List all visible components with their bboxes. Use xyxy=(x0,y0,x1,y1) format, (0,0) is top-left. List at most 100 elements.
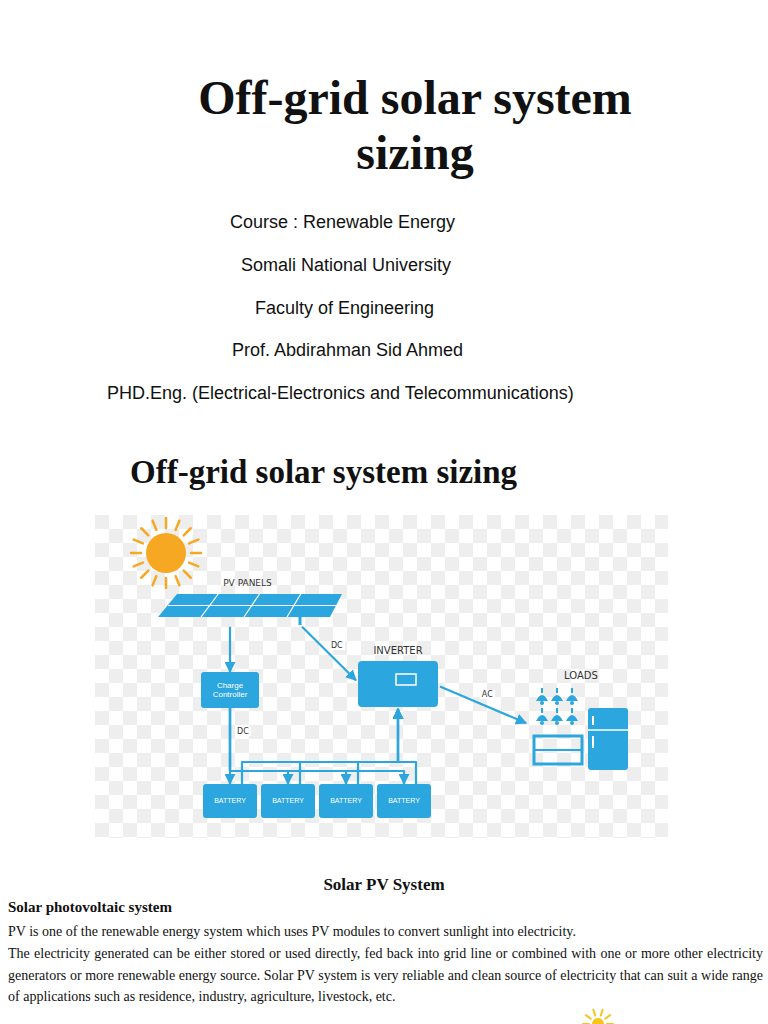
lamp-shade xyxy=(536,695,548,701)
pv-panels: PV PANELS xyxy=(150,578,345,627)
fridge-handle xyxy=(592,736,594,748)
paragraph: The electricity generated can be either … xyxy=(8,943,763,1008)
diagram-ground xyxy=(95,515,668,838)
lamp-bulb xyxy=(540,701,544,705)
lamp-bulb xyxy=(570,701,574,705)
sun-ray xyxy=(586,1015,591,1019)
sun-ray xyxy=(593,1010,595,1016)
sun-ray xyxy=(184,571,191,578)
connector-arrow xyxy=(230,708,346,784)
pv-cell-line xyxy=(168,605,336,606)
sun-ray xyxy=(141,571,148,578)
loads-shape xyxy=(526,684,636,776)
faculty-line: Faculty of Engineering xyxy=(255,298,434,320)
inverter-display xyxy=(396,674,416,685)
lamp-bulb xyxy=(540,721,544,725)
connector-arrow xyxy=(302,627,356,680)
lamp-stem xyxy=(571,708,573,713)
edge-label: DC xyxy=(235,727,251,737)
inverter-shape xyxy=(356,659,440,709)
sun-ray xyxy=(607,1023,613,1024)
sun-ray xyxy=(176,576,180,585)
sun-ray xyxy=(176,521,180,530)
university-line: Somali National University xyxy=(241,255,451,277)
pv-panel xyxy=(158,594,342,617)
node-label: LOADS xyxy=(526,670,636,684)
tv-stand xyxy=(534,736,582,764)
lamp-shade xyxy=(566,715,578,721)
inverter: INVERTER xyxy=(356,645,440,709)
degree-line: PHD.Eng. (Electrical-Electronics and Tel… xyxy=(107,383,574,405)
sun-ray xyxy=(134,540,143,544)
edge-label: AC xyxy=(480,690,495,700)
sun-ray xyxy=(153,576,157,585)
connector-arrow xyxy=(230,708,288,784)
section-title: Solar PV System xyxy=(0,875,768,895)
fridge-handle xyxy=(592,716,594,725)
sun-ray xyxy=(131,552,141,555)
charge-controller-box: Charge Controller xyxy=(201,672,259,708)
tv-shelf xyxy=(534,749,582,751)
lamp-shade xyxy=(551,695,563,701)
node-text: BATTERY xyxy=(330,797,362,805)
sun-ray xyxy=(184,528,191,535)
node-text: BATTERY xyxy=(272,797,304,805)
node-text: Charge Controller xyxy=(204,681,256,699)
connector-arrow xyxy=(242,709,398,784)
battery-box: BATTERY xyxy=(203,784,257,818)
battery-box: BATTERY xyxy=(377,784,431,818)
lamp-stem xyxy=(541,688,543,693)
battery-box: BATTERY xyxy=(319,784,373,818)
sun-icon xyxy=(146,533,186,573)
node-text: BATTERY xyxy=(214,797,246,805)
course-line: Course : Renewable Energy xyxy=(230,212,455,234)
lamp-stem xyxy=(541,708,543,713)
pv-panels-shape xyxy=(150,591,345,627)
lamp-stem xyxy=(556,688,558,693)
sun-ray xyxy=(165,578,168,588)
pv-cell-lines xyxy=(168,594,336,617)
lamp-shade xyxy=(566,695,578,701)
battery-box: BATTERY xyxy=(261,784,315,818)
edge-label: DC xyxy=(329,641,345,651)
sun-ray xyxy=(583,1023,589,1024)
sun-ray xyxy=(191,552,201,555)
node-text: BATTERY xyxy=(388,797,420,805)
lamp-stem xyxy=(556,708,558,713)
lamp-icons xyxy=(536,688,578,725)
sun-ray xyxy=(189,563,198,567)
lamp-bulb xyxy=(570,721,574,725)
author-line: Prof. Abdirahman Sid Ahmed xyxy=(232,340,463,362)
sun-ray xyxy=(141,528,148,535)
loads: LOADS xyxy=(526,670,636,776)
node-label: PV PANELS xyxy=(150,578,345,591)
subheading: Solar photovoltaic system xyxy=(8,898,763,916)
sun-ray xyxy=(189,540,198,544)
connector-arrow xyxy=(358,709,398,784)
sun-ray xyxy=(134,563,143,567)
lamp-shade xyxy=(551,715,563,721)
sun-rays xyxy=(131,518,201,588)
sun-ray xyxy=(605,1015,610,1019)
inverter-body xyxy=(358,661,438,707)
sun-ray xyxy=(165,518,168,528)
node-label: INVERTER xyxy=(356,645,440,659)
sun-ray xyxy=(153,521,157,530)
connector-arrow xyxy=(300,709,398,784)
paragraph: PV is one of the renewable energy system… xyxy=(8,921,763,943)
lamp-shade xyxy=(536,715,548,721)
pv-stand xyxy=(299,617,302,625)
sun-ray xyxy=(601,1010,603,1016)
lamp-stem xyxy=(571,688,573,693)
corner-sun-icon xyxy=(592,1018,604,1024)
lamp-bulb xyxy=(555,701,559,705)
connector-arrow xyxy=(440,687,526,723)
corner-sun-rays xyxy=(583,1010,613,1024)
connector-arrow xyxy=(398,709,416,784)
page-title: Off-grid solar system sizing xyxy=(140,70,690,180)
fridge-door-line xyxy=(588,729,628,731)
lamp-bulb xyxy=(555,721,559,725)
connector-arrow xyxy=(230,708,404,784)
section-heading: Off-grid solar system sizing xyxy=(130,453,517,493)
